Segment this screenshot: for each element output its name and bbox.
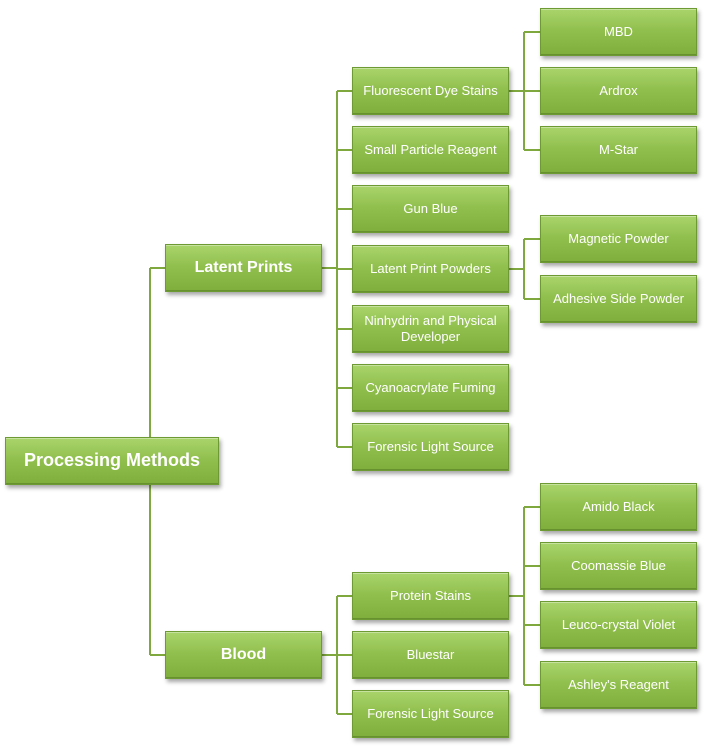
node-leuco-crystal-violet: Leuco-crystal Violet <box>540 601 697 649</box>
node-protein-stains: Protein Stains <box>352 572 509 620</box>
node-label: Forensic Light Source <box>367 706 494 722</box>
node-magnetic-powder: Magnetic Powder <box>540 215 697 263</box>
node-label: Ninhydrin and Physical Developer <box>364 313 497 344</box>
node-fluorescent-dye-stains: Fluorescent Dye Stains <box>352 67 509 115</box>
node-label: M-Star <box>599 142 638 158</box>
node-cyanoacrylate-fuming: Cyanoacrylate Fuming <box>352 364 509 412</box>
node-label: Latent Print Powders <box>370 261 491 277</box>
node-label: Protein Stains <box>390 588 471 604</box>
node-label: Small Particle Reagent <box>364 142 497 158</box>
node-forensic-light-source-blood: Forensic Light Source <box>352 690 509 738</box>
node-mbd: MBD <box>540 8 697 56</box>
node-label: MBD <box>604 24 633 40</box>
node-label: Ashley's Reagent <box>568 677 669 693</box>
node-adhesive-side-powder: Adhesive Side Powder <box>540 275 697 323</box>
node-gun-blue: Gun Blue <box>352 185 509 233</box>
node-blood: Blood <box>165 631 322 679</box>
node-processing-methods: Processing Methods <box>5 437 219 485</box>
node-label: Forensic Light Source <box>367 439 494 455</box>
node-label: Processing Methods <box>23 450 201 471</box>
node-forensic-light-source-latent: Forensic Light Source <box>352 423 509 471</box>
node-ardrox: Ardrox <box>540 67 697 115</box>
node-bluestar: Bluestar <box>352 631 509 679</box>
node-label: Fluorescent Dye Stains <box>363 83 498 99</box>
node-label: Adhesive Side Powder <box>553 291 684 307</box>
node-m-star: M-Star <box>540 126 697 174</box>
node-label: Gun Blue <box>403 201 458 217</box>
node-label: Magnetic Powder <box>568 231 669 247</box>
node-label: Ardrox <box>599 83 638 99</box>
node-latent-prints: Latent Prints <box>165 244 322 292</box>
node-coomassie-blue: Coomassie Blue <box>540 542 697 590</box>
node-label: Amido Black <box>582 499 655 515</box>
node-ninhydrin-physical-developer: Ninhydrin and Physical Developer <box>352 305 509 353</box>
node-ashleys-reagent: Ashley's Reagent <box>540 661 697 709</box>
node-label: Blood <box>220 646 267 664</box>
node-label: Leuco-crystal Violet <box>561 617 676 633</box>
node-label: Bluestar <box>406 647 455 663</box>
node-latent-print-powders: Latent Print Powders <box>352 245 509 293</box>
node-label: Coomassie Blue <box>571 558 666 574</box>
node-amido-black: Amido Black <box>540 483 697 531</box>
node-label: Cyanoacrylate Fuming <box>365 380 496 396</box>
node-small-particle-reagent: Small Particle Reagent <box>352 126 509 174</box>
node-label: Latent Prints <box>194 259 293 277</box>
